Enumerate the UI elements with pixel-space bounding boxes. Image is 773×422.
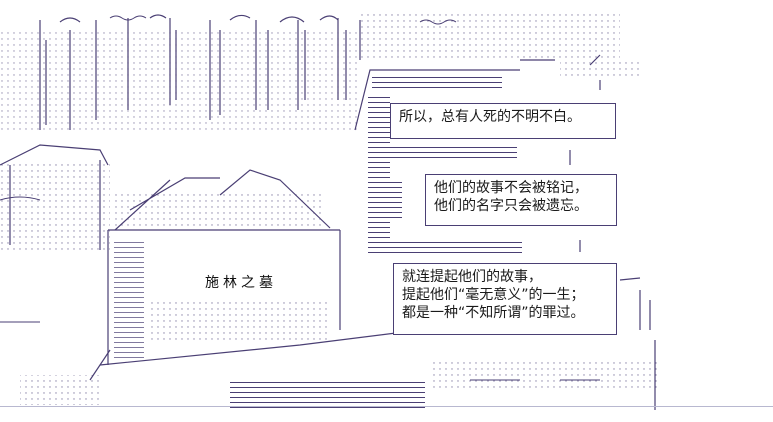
stone-wall <box>114 75 522 410</box>
tree-trunks <box>9 14 361 250</box>
bottom-border <box>0 406 773 407</box>
forest-background <box>0 10 660 405</box>
sky-strokes <box>0 15 600 381</box>
narration-box-3: 就连提起他们的故事， 提起他们“毫无意义”的一生； 都是一种“不知所谓”的罪过。 <box>393 263 617 335</box>
shrine-structure <box>0 54 656 410</box>
narration-box-2: 他们的故事不会被铭记， 他们的名字只会被遗忘。 <box>425 174 617 226</box>
narration-box-1: 所以，总有人死的不明不白。 <box>390 103 616 139</box>
tombstone-inscription: 施林之墓 <box>205 275 277 291</box>
